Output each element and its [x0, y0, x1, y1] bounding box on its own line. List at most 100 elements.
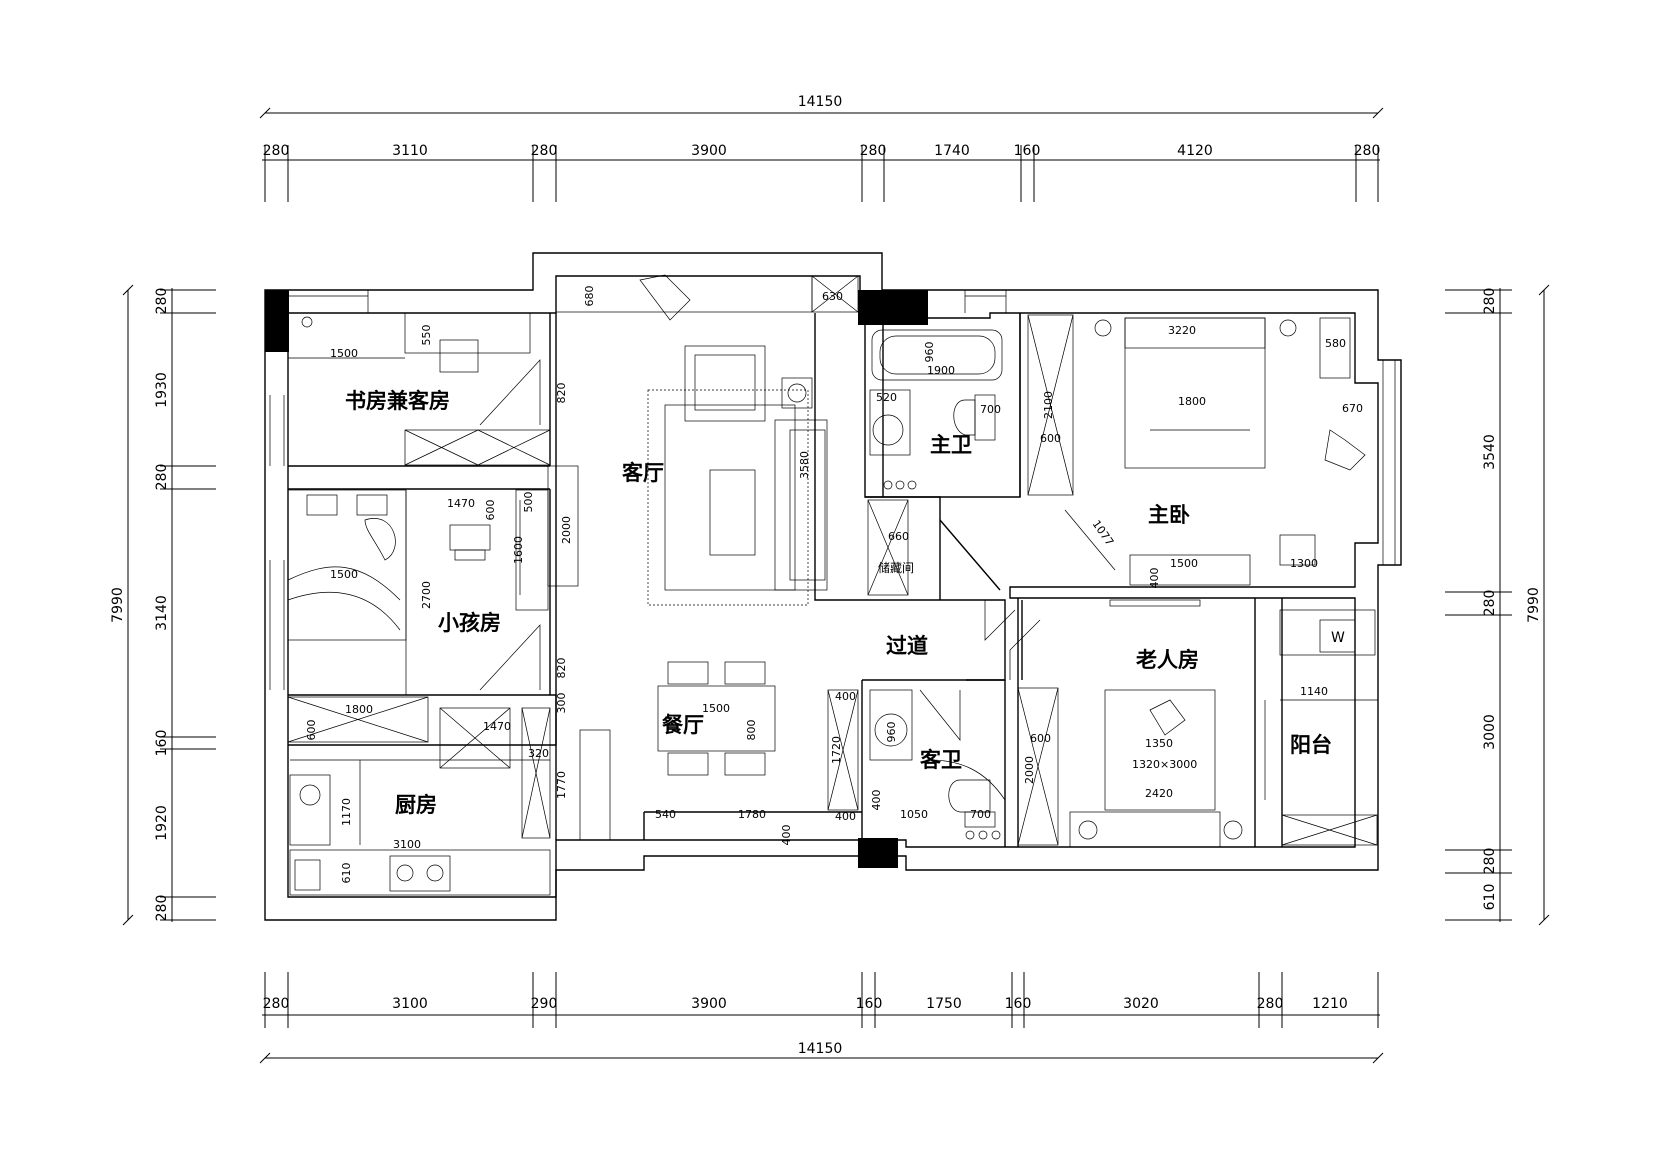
dim-bottom: 280 — [1257, 996, 1284, 1012]
room-label-master-bath: 主卫 — [930, 432, 972, 457]
pillow-icon — [1324, 429, 1366, 471]
inner-dim: 550 — [420, 325, 433, 346]
room-label-master-bedroom: 主卧 — [1148, 502, 1190, 527]
inner-dim: 1500 — [1170, 557, 1198, 570]
column — [265, 290, 289, 352]
dimension-texts-left: 7990 280 1930 280 3140 160 1920 280 — [110, 288, 170, 922]
pillow-icon — [1149, 699, 1186, 736]
column — [858, 290, 928, 325]
dim-left: 280 — [154, 288, 170, 315]
inner-dim: 1500 — [330, 347, 358, 360]
dim-top: 1740 — [934, 143, 970, 159]
inner-dim: 670 — [1342, 402, 1363, 415]
dim-right: 3540 — [1482, 434, 1498, 470]
inner-dim: 1140 — [1300, 685, 1328, 698]
inner-dim: 1500 — [702, 702, 730, 715]
inner-dim: 2420 — [1145, 787, 1173, 800]
inner-dim: 400 — [870, 790, 883, 811]
exterior-walls — [264, 252, 1402, 921]
dimension-texts-right: 7990 280 3540 280 3000 280 610 — [1482, 288, 1542, 911]
inner-dim: 1470 — [483, 720, 511, 733]
inner-dim: 1780 — [738, 808, 766, 821]
inner-dim: 1170 — [340, 798, 353, 826]
basin-icon — [872, 414, 904, 446]
inner-dim: 300 — [555, 693, 568, 714]
dim-left-total: 7990 — [110, 587, 126, 623]
sink-icon — [299, 784, 321, 806]
inner-dim: 1050 — [900, 808, 928, 821]
washer-label: W — [1331, 630, 1345, 646]
inner-dim: 1900 — [927, 364, 955, 377]
dimension-texts-bottom: 280 3100 290 3900 160 1750 160 3020 280 … — [263, 996, 1348, 1057]
dim-bottom: 290 — [531, 996, 558, 1012]
inner-dim: 1300 — [1290, 557, 1318, 570]
basin-icon — [874, 713, 908, 747]
dim-top: 280 — [263, 143, 290, 159]
room-label-guest-bath: 客卫 — [920, 747, 962, 772]
inner-dim: 500 — [522, 492, 535, 513]
inner-dim: 700 — [980, 403, 1001, 416]
room-label-balcony: 阳台 — [1290, 732, 1332, 757]
dim-right: 280 — [1482, 590, 1498, 617]
inner-dim: 1077 — [1090, 518, 1117, 548]
dim-top: 3900 — [691, 143, 727, 159]
inner-dim: 1800 — [1178, 395, 1206, 408]
inner-dim: 400 — [835, 690, 856, 703]
inner-dim: 3220 — [1168, 324, 1196, 337]
inner-dim: 2100 — [1042, 391, 1055, 419]
furniture — [287, 274, 1378, 896]
pillow-icon — [639, 274, 691, 321]
dim-right-total: 7990 — [1526, 587, 1542, 623]
inner-dim: 1800 — [345, 703, 373, 716]
dim-top: 280 — [531, 143, 558, 159]
inner-dim: 800 — [745, 720, 758, 741]
dim-left: 280 — [154, 464, 170, 491]
inner-dim: 960 — [885, 722, 898, 743]
dim-top: 160 — [1014, 143, 1041, 159]
inner-dim: 600 — [1030, 732, 1051, 745]
inner-dim: 1500 — [330, 568, 358, 581]
stove-burner-icon — [426, 864, 444, 882]
room-label-living: 客厅 — [622, 460, 664, 485]
dim-bottom: 1750 — [926, 996, 962, 1012]
room-label-dining: 餐厅 — [662, 712, 704, 737]
room-labels: 书房兼客房 客厅 主卫 主卧 小孩房 储藏间 过道 老人房 餐厅 客卫 厨房 阳… — [345, 388, 1345, 817]
inner-dim: 520 — [876, 391, 897, 404]
inner-dim: 1350 — [1145, 737, 1173, 750]
dim-bottom: 3020 — [1123, 996, 1159, 1012]
inner-dim: 1770 — [555, 771, 568, 799]
inner-dim: 320 — [528, 747, 549, 760]
dim-bottom: 3100 — [392, 996, 428, 1012]
room-label-elder-room: 老人房 — [1136, 647, 1199, 672]
inner-dim: 820 — [555, 658, 568, 679]
dim-left: 1930 — [154, 372, 170, 408]
inner-dim: 540 — [655, 808, 676, 821]
dim-bottom: 160 — [1005, 996, 1032, 1012]
inner-dim: 1720 — [830, 736, 843, 764]
dim-right: 280 — [1482, 848, 1498, 875]
inner-dim: 2000 — [560, 516, 573, 544]
dim-left: 3140 — [154, 595, 170, 631]
room-label-study: 书房兼客房 — [345, 388, 450, 413]
dim-bottom: 3900 — [691, 996, 727, 1012]
dim-left: 1920 — [154, 805, 170, 841]
dim-bottom: 1210 — [1312, 996, 1348, 1012]
dim-top-total: 14150 — [798, 94, 843, 110]
dim-left: 160 — [154, 730, 170, 757]
dim-top: 280 — [860, 143, 887, 159]
stove-burner-icon — [396, 864, 414, 882]
room-label-kitchen: 厨房 — [395, 792, 437, 817]
inner-dim: 400 — [1148, 568, 1161, 589]
dim-top: 4120 — [1177, 143, 1213, 159]
dim-right: 280 — [1482, 288, 1498, 315]
inner-dim: 400 — [780, 825, 793, 846]
inner-dim: 630 — [822, 290, 843, 303]
dimension-texts-top: 14150 280 3110 280 3900 280 1740 160 412… — [263, 94, 1381, 159]
interior-walls — [288, 313, 1283, 847]
inner-dim: 600 — [1040, 432, 1061, 445]
room-label-child-room: 小孩房 — [438, 610, 501, 635]
inner-dim: 400 — [835, 810, 856, 823]
inner-dim: 820 — [555, 383, 568, 404]
lamp-icon — [301, 316, 313, 328]
